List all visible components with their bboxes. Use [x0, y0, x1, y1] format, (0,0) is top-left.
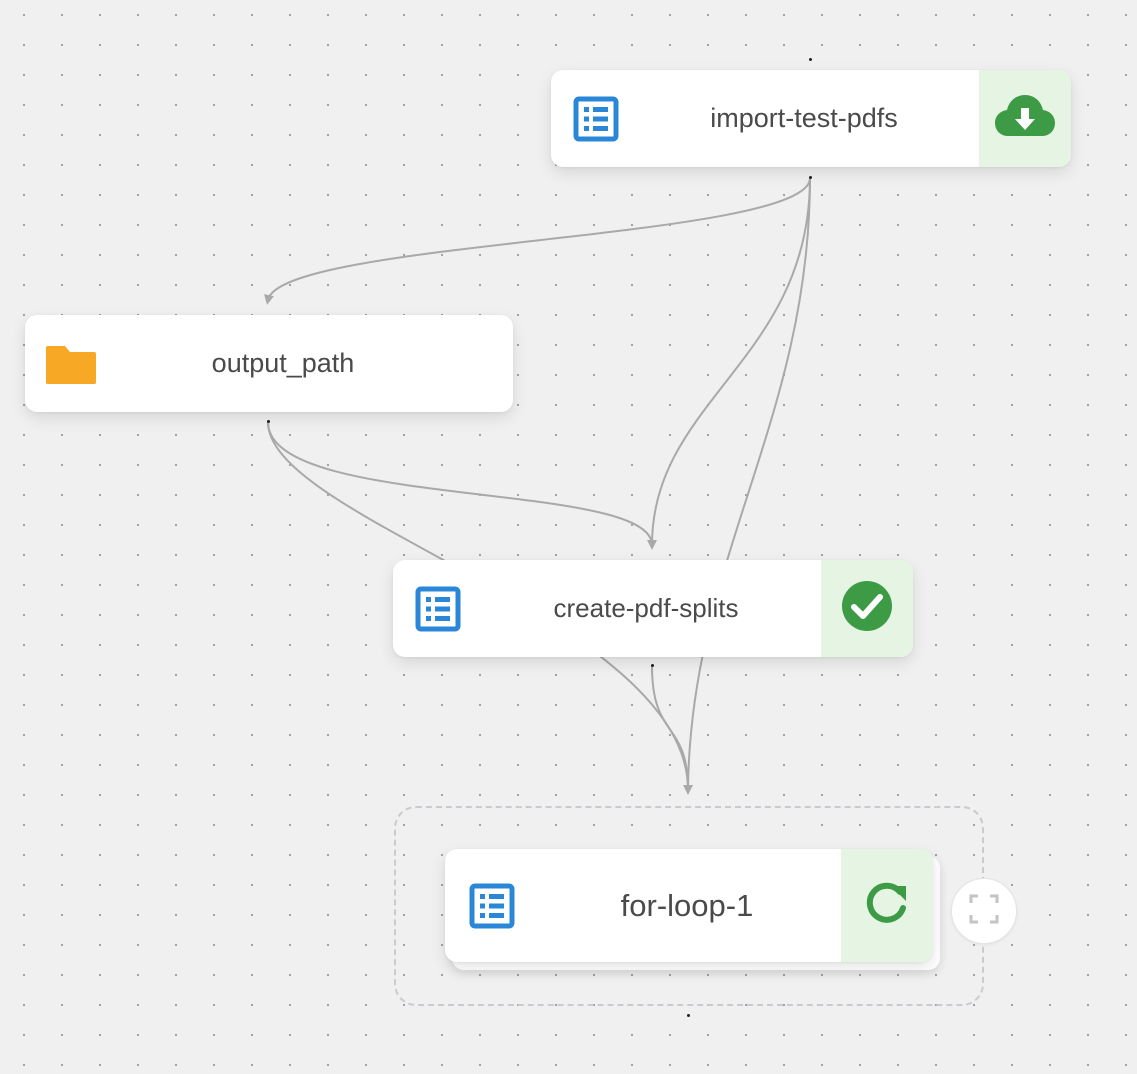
list-icon	[415, 586, 461, 632]
edge-import-to-create	[647, 177, 811, 550]
node-label: import-test-pdfs	[710, 103, 898, 133]
connector-dot-create-out	[651, 664, 654, 667]
node-import-test-pdfs[interactable]: import-test-pdfs	[551, 70, 1071, 167]
expand-icon	[969, 894, 999, 929]
node-status	[821, 560, 913, 657]
expand-group-button[interactable]	[951, 878, 1017, 944]
connector-dot-top	[809, 58, 812, 61]
edge-import-to-output	[264, 177, 811, 305]
node-label: output_path	[211, 348, 355, 378]
node-for-loop-1[interactable]: for-loop-1	[445, 849, 933, 962]
node-status	[979, 70, 1071, 167]
edge-import-to-loop	[683, 177, 811, 795]
node-create-pdf-splits[interactable]: create-pdf-splits	[393, 560, 913, 657]
node-label: create-pdf-splits	[553, 593, 739, 623]
list-icon	[469, 883, 515, 929]
connector-dot-import-out	[809, 176, 812, 179]
refresh-icon	[864, 880, 910, 931]
edge-create-to-loop	[651, 665, 689, 791]
node-label: for-loop-1	[620, 887, 754, 923]
check-circle-icon	[841, 580, 893, 637]
list-icon	[573, 96, 619, 142]
connector-dot-output-out	[267, 420, 270, 423]
connector-dot-loop-out	[687, 1014, 690, 1017]
node-status	[841, 849, 933, 962]
cloud-download-icon	[994, 94, 1056, 143]
node-output-path[interactable]: output_path	[25, 315, 513, 412]
folder-icon	[45, 341, 97, 387]
edge-output-to-create	[267, 421, 653, 546]
